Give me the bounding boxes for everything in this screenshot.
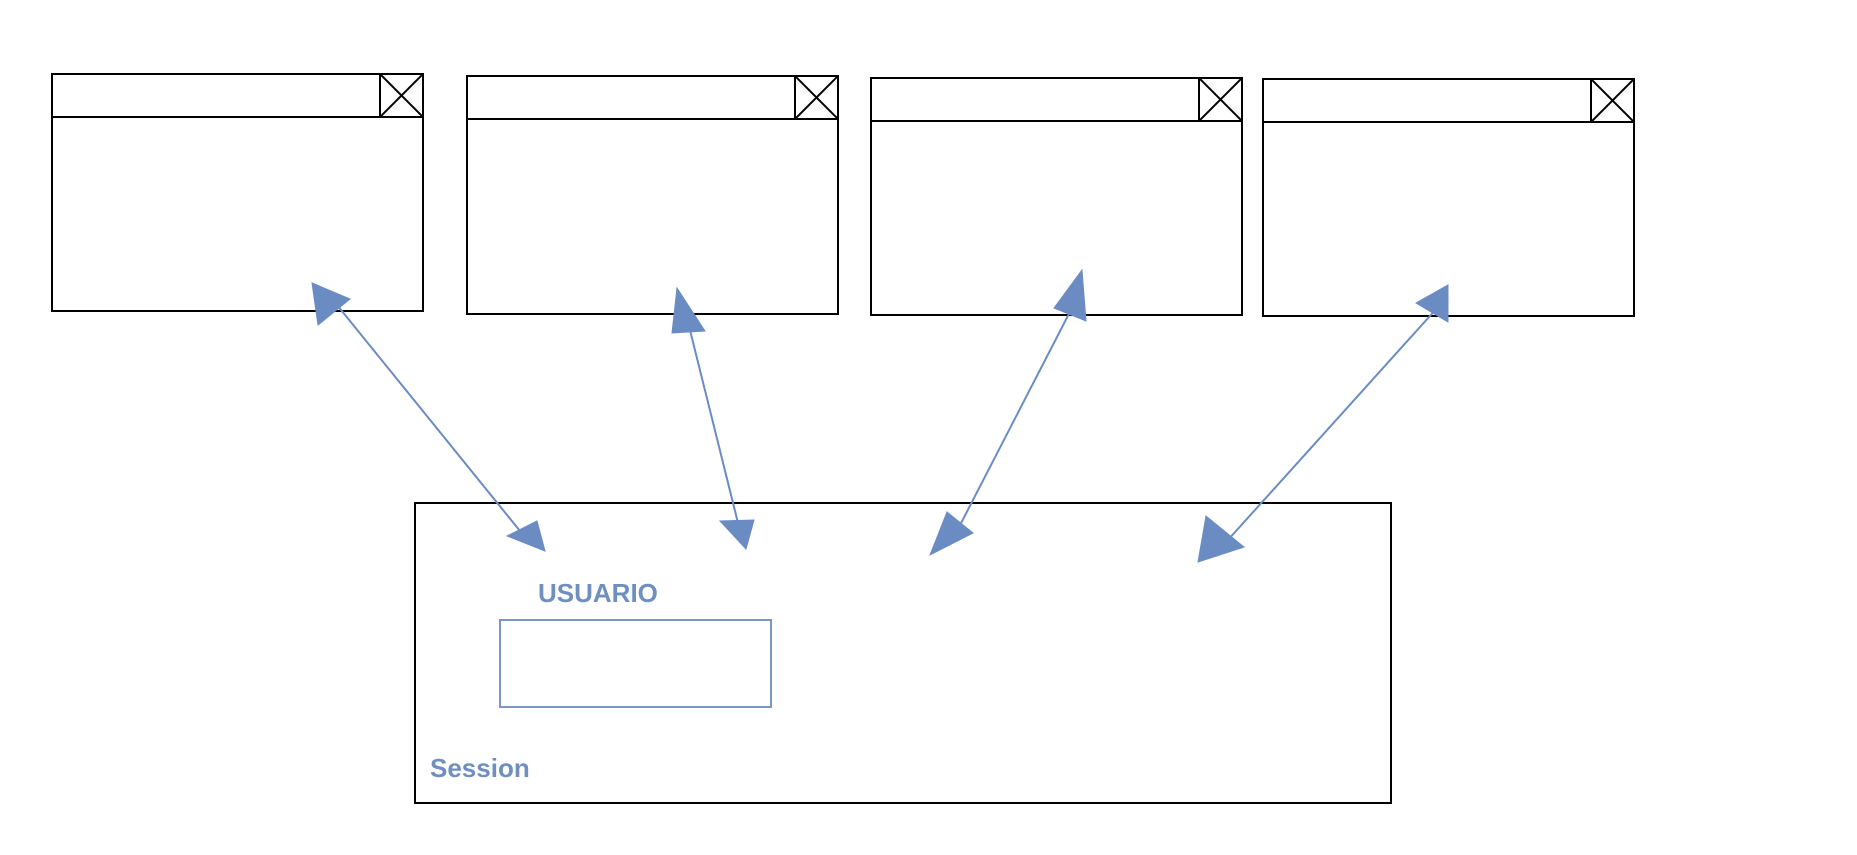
window-3-titlebar [872, 79, 1241, 122]
close-icon[interactable] [794, 77, 837, 118]
window-2-titlebar [468, 77, 837, 120]
window-2 [466, 75, 839, 315]
arrow-line-2 [683, 305, 741, 532]
arrow-line-3 [956, 305, 1074, 532]
close-icon[interactable] [1198, 79, 1241, 120]
arrow-line-1 [332, 299, 521, 532]
window-4 [1262, 78, 1635, 317]
close-icon[interactable] [1590, 80, 1633, 121]
window-1-titlebar [53, 75, 422, 118]
session-label: Session [430, 753, 530, 783]
usuario-label: USUARIO [538, 578, 658, 608]
usuario-field[interactable] [499, 619, 772, 708]
window-4-titlebar [1264, 80, 1633, 123]
window-3 [870, 77, 1243, 316]
window-1 [51, 73, 424, 312]
close-icon[interactable] [379, 75, 422, 116]
